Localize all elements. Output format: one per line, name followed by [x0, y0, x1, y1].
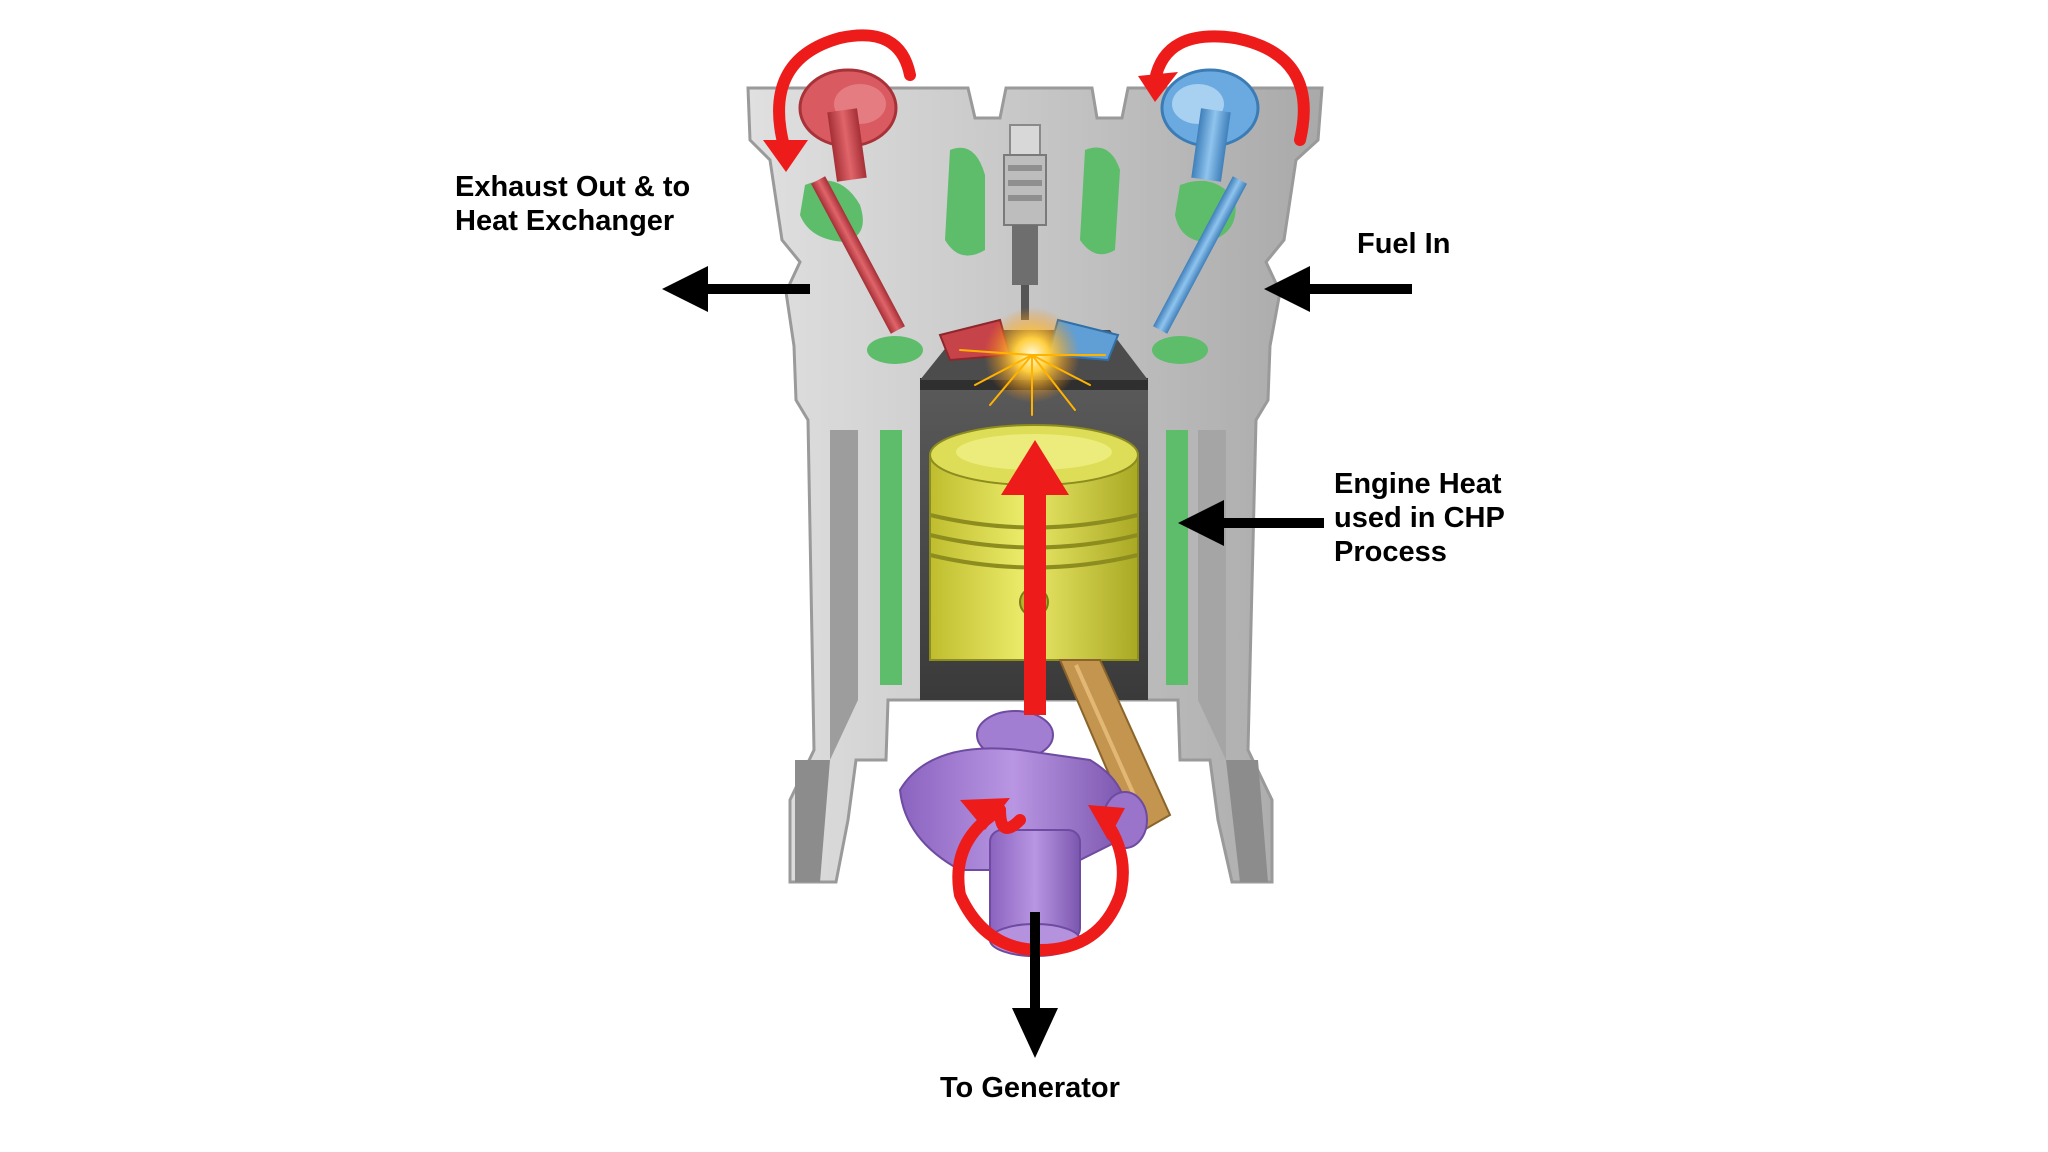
coolant-passages [800, 147, 1236, 685]
engine-heat-label: Engine Heat used in CHP Process [1334, 467, 1505, 569]
to-generator-label: To Generator [940, 1071, 1120, 1105]
piston-force-arrow [1001, 440, 1069, 715]
spark-plug [1003, 124, 1047, 320]
exhaust-out-arrow [662, 266, 810, 312]
exhaust-out-label: Exhaust Out & to Heat Exchanger [455, 170, 690, 238]
fuel-in-arrow [1264, 266, 1412, 312]
intake-rotation-arrow [1149, 30, 1310, 146]
intake-rotation-arrowhead [1138, 72, 1178, 102]
engine-heat-label-line2: used in CHP [1334, 502, 1505, 534]
ignition-spark [959, 307, 1106, 416]
engine-heat-label-line1: Engine Heat [1334, 468, 1502, 500]
exhaust-out-label-line2: Heat Exchanger [455, 205, 675, 237]
crank-rotation-arrowhead-2 [960, 798, 1010, 830]
crank-rotation-arrowhead [1088, 805, 1125, 840]
fuel-in-label: Fuel In [1357, 227, 1450, 261]
engine-heat-arrow [1178, 500, 1324, 546]
fuel-in-label-text: Fuel In [1357, 228, 1451, 260]
to-generator-arrow [1012, 912, 1058, 1058]
exhaust-rotation-arrowhead [763, 140, 808, 172]
to-generator-label-text: To Generator [940, 1072, 1120, 1104]
exhaust-rotation-arrow [773, 29, 916, 156]
exhaust-out-label-line1: Exhaust Out & to [455, 171, 691, 203]
engine-heat-label-line3: Process [1334, 536, 1447, 568]
